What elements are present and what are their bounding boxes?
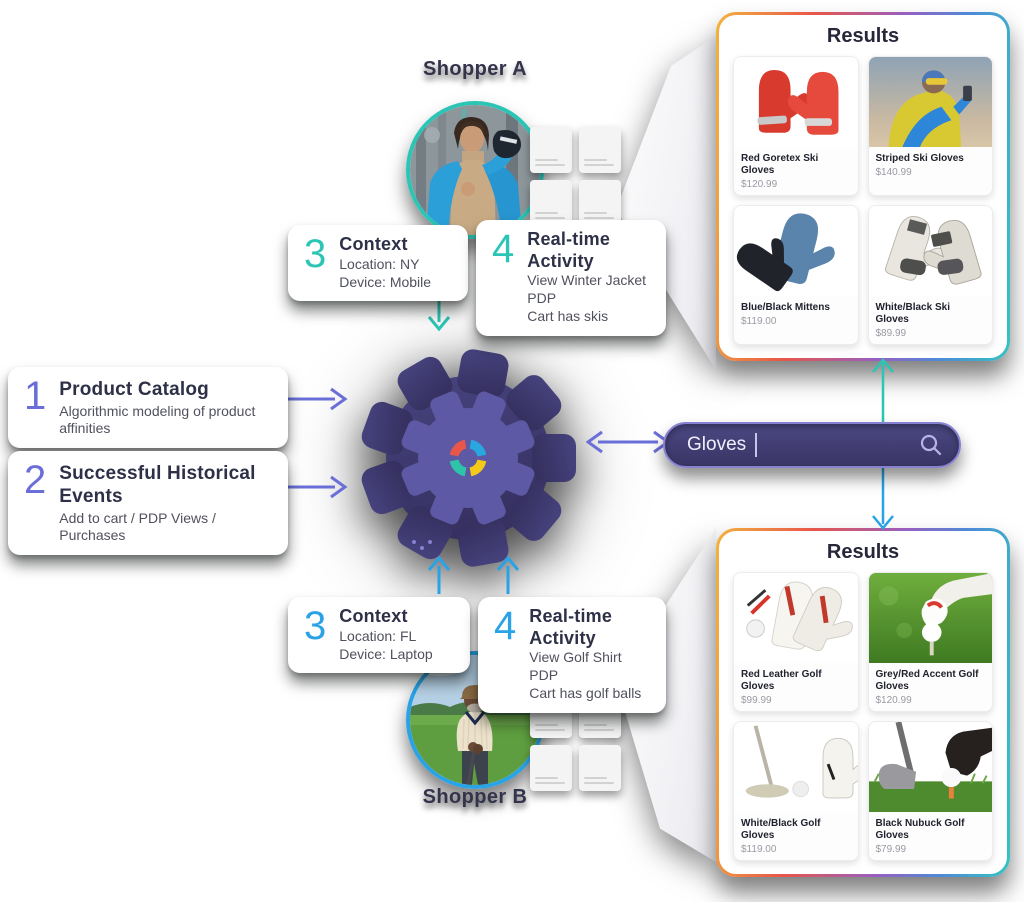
historical-events-title: Successful Historical Events xyxy=(59,463,256,507)
arrow-right-historical-events xyxy=(288,475,348,499)
product-card-blue-black-mittens[interactable]: Blue/Black Mittens $119.00 xyxy=(733,205,859,345)
step-number: 4 xyxy=(492,227,515,271)
arrow-double-gear-search xyxy=(586,430,670,454)
product-image xyxy=(734,722,858,812)
activity-a-line1: View Winter Jacket PDP xyxy=(527,272,647,307)
step-number: 1 xyxy=(24,374,47,418)
product-card-black-nubuck-golf-gloves[interactable]: Black Nubuck Golf Gloves $79.99 xyxy=(867,721,993,861)
results-a-title: Results xyxy=(826,25,900,47)
magnifier-icon xyxy=(920,434,942,456)
product-image xyxy=(868,206,992,296)
shopper-b-label: Shopper B xyxy=(422,786,528,808)
skeleton-card xyxy=(530,745,572,791)
product-name: Black Nubuck Golf Gloves xyxy=(875,818,965,841)
product-name: Blue/Black Mittens xyxy=(741,302,830,313)
search-query-text: Gloves xyxy=(687,434,747,455)
arrow-up-context-b xyxy=(427,556,451,594)
product-image xyxy=(734,206,858,296)
context-a-title: Context xyxy=(339,234,408,254)
context-box-a: 3 Context Location: NY Device: Mobile xyxy=(288,225,468,302)
product-card-red-goretex-ski-gloves[interactable]: Red Goretex Ski Gloves $120.99 xyxy=(733,56,859,196)
step-number: 4 xyxy=(494,604,517,648)
product-name: White/Black Golf Gloves xyxy=(741,818,821,841)
product-catalog-subtitle: Algorithmic modeling of product affiniti… xyxy=(59,402,256,437)
product-price: $119.00 xyxy=(741,316,777,327)
product-card-grey-red-accent-golf-gloves[interactable]: Grey/Red Accent Golf Gloves $120.99 xyxy=(867,572,993,712)
skeleton-card xyxy=(530,180,572,226)
product-card-white-black-golf-gloves[interactable]: White/Black Golf Gloves $119.00 xyxy=(733,721,859,861)
product-price: $79.99 xyxy=(875,844,907,855)
skeleton-card xyxy=(579,745,621,791)
activity-box-a: 4 Real-time Activity View Winter Jacket … xyxy=(476,220,666,336)
activity-a-line2: Cart has skis xyxy=(527,308,609,324)
skeleton-card xyxy=(530,127,572,173)
activity-a-title: Real-time Activity xyxy=(527,229,611,271)
context-a-device: Device: Mobile xyxy=(339,273,432,290)
step-number: 2 xyxy=(24,458,47,502)
product-image xyxy=(734,573,858,663)
product-name: Red Goretex Ski Gloves xyxy=(741,153,819,176)
arrow-down-context-a xyxy=(427,301,451,332)
shopper-a-illustration xyxy=(410,105,540,235)
activity-b-line1: View Golf Shirt PDP xyxy=(529,649,622,684)
product-image xyxy=(868,573,992,663)
product-price: $89.99 xyxy=(875,328,907,339)
results-b-title: Results xyxy=(826,541,900,563)
input-box-product-catalog: 1 Product Catalog Algorithmic modeling o… xyxy=(8,367,288,448)
product-image xyxy=(868,57,992,147)
product-card-red-leather-golf-gloves[interactable]: Red Leather Golf Gloves $99.99 xyxy=(733,572,859,712)
arrow-down-to-results-b xyxy=(872,466,894,530)
recommendation-cards-b xyxy=(530,692,621,791)
activity-b-title: Real-time Activity xyxy=(529,606,613,648)
context-b-device: Device: Laptop xyxy=(339,645,433,662)
product-card-striped-ski-gloves[interactable]: Striped Ski Gloves $140.99 xyxy=(867,56,993,196)
product-price: $120.99 xyxy=(741,179,778,190)
product-name: White/Black Ski Gloves xyxy=(875,302,950,325)
product-image xyxy=(868,722,992,812)
skeleton-card xyxy=(579,127,621,173)
step-number: 3 xyxy=(304,232,327,276)
arrow-right-product-catalog xyxy=(288,387,348,411)
recommendation-cards-a xyxy=(530,127,621,226)
product-image xyxy=(734,57,858,147)
product-name: Striped Ski Gloves xyxy=(875,153,964,164)
product-name: Red Leather Golf Gloves xyxy=(741,669,822,692)
product-price: $140.99 xyxy=(875,167,912,178)
activity-b-line2: Cart has golf balls xyxy=(529,685,642,701)
product-card-white-black-ski-gloves[interactable]: White/Black Ski Gloves $89.99 xyxy=(867,205,993,345)
engine-logo-icon xyxy=(449,439,487,477)
context-b-location: Location: FL xyxy=(339,627,417,644)
results-panel-b: Results Red Leather Golf Gloves xyxy=(716,528,1010,877)
product-catalog-title: Product Catalog xyxy=(59,379,209,400)
text-caret xyxy=(755,433,758,457)
product-price: $120.99 xyxy=(875,695,912,706)
step-number: 3 xyxy=(304,604,327,648)
arrow-up-to-results-a xyxy=(872,358,894,422)
input-box-historical-events: 2 Successful Historical Events Add to ca… xyxy=(8,451,288,555)
arrow-up-activity-b xyxy=(496,556,520,594)
product-price: $99.99 xyxy=(741,695,772,706)
shopper-a-label: Shopper A xyxy=(423,58,527,80)
context-b-title: Context xyxy=(339,606,408,626)
context-a-location: Location: NY xyxy=(339,255,420,272)
results-panel-a: Results Red Goretex Ski Gloves $120.99 xyxy=(716,12,1010,361)
personalization-engine-gear-icon xyxy=(361,349,576,567)
shopper-a-photo xyxy=(406,101,544,239)
activity-box-b: 4 Real-time Activity View Golf Shirt PDP… xyxy=(478,597,666,713)
product-name: Grey/Red Accent Golf Gloves xyxy=(875,669,979,692)
search-input[interactable]: Gloves xyxy=(663,422,961,468)
historical-events-subtitle: Add to cart / PDP Views / Purchases xyxy=(59,509,216,544)
skeleton-card xyxy=(579,180,621,226)
context-box-b: 3 Context Location: FL Device: Laptop xyxy=(288,597,470,674)
product-price: $119.00 xyxy=(741,844,777,855)
